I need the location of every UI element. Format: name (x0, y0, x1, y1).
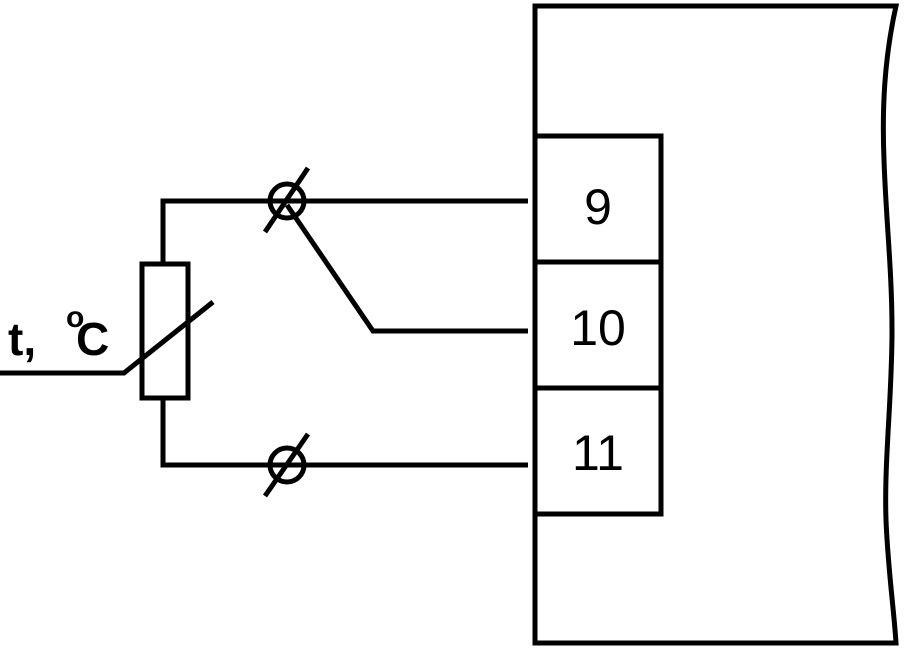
sensor-label-degree: o (66, 301, 84, 334)
wire-to-terminal-11 (160, 398, 528, 468)
terminal-10-box (532, 259, 664, 391)
wire-to-terminal-10 (284, 203, 528, 334)
upper-connector-slash (262, 166, 311, 234)
upper-connector (262, 166, 311, 234)
sensor-label-prefix: t, (8, 313, 36, 365)
lower-connector-circle (267, 445, 307, 485)
terminal-9-label: 9 (584, 179, 612, 235)
device-housing (532, 3, 900, 646)
lower-connector (262, 432, 311, 498)
thermistor-body (139, 261, 191, 401)
sensor-label: t, o C (8, 301, 109, 365)
terminal-block: 9 10 11 (532, 133, 664, 517)
thermistor-symbol (0, 261, 215, 401)
lower-connector-slash (262, 432, 311, 498)
terminal-10-label: 10 (570, 300, 626, 356)
terminal-11-box (532, 385, 664, 517)
thermistor-slash (0, 300, 215, 376)
terminal-11-label: 11 (572, 425, 624, 481)
wire-to-terminal-9 (160, 198, 528, 264)
upper-connector-circle (267, 181, 307, 221)
sensor-label-unit: C (76, 313, 109, 365)
